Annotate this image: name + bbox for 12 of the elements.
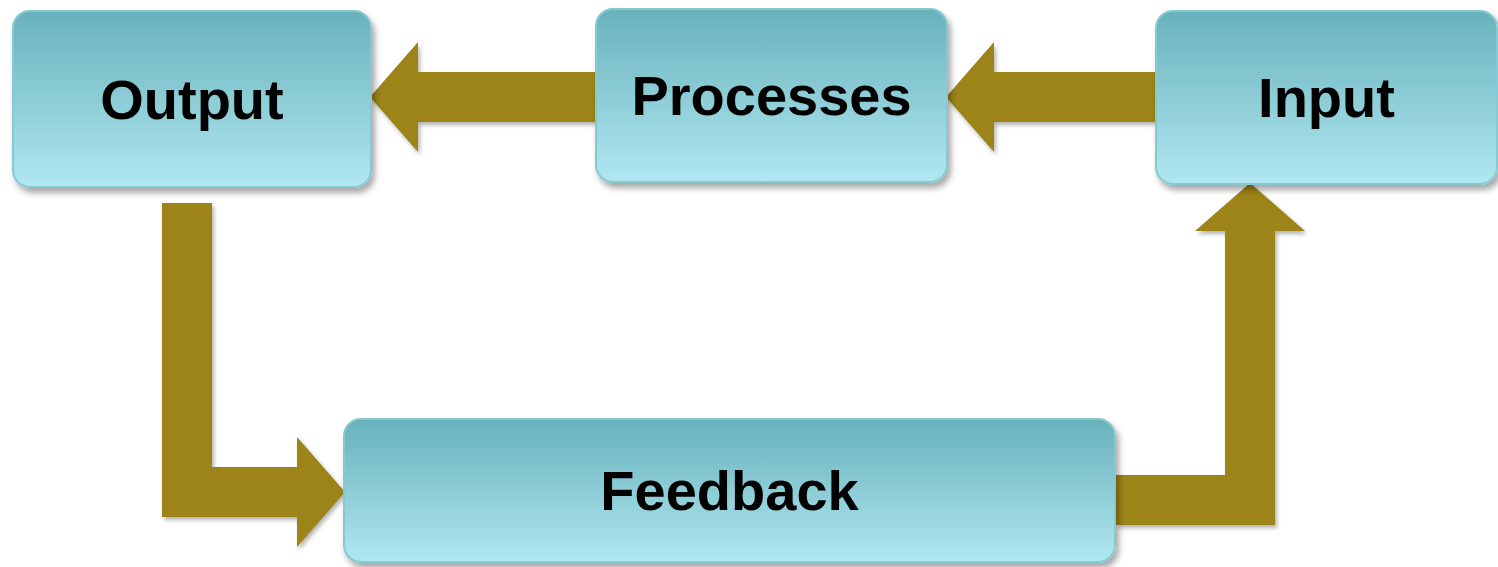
box-label: Processes: [631, 63, 912, 128]
block-arrow: [1116, 183, 1305, 525]
box-label: Feedback: [600, 458, 859, 523]
block-arrow: [370, 42, 595, 152]
process-box: [12, 10, 372, 188]
block-arrow: [946, 42, 1155, 152]
block-arrow: [162, 203, 345, 547]
box-label: Output: [100, 66, 284, 132]
box-label: Input: [1258, 65, 1395, 130]
process-box: [595, 8, 948, 183]
process-box: [343, 418, 1116, 563]
process-box: [1155, 10, 1498, 185]
